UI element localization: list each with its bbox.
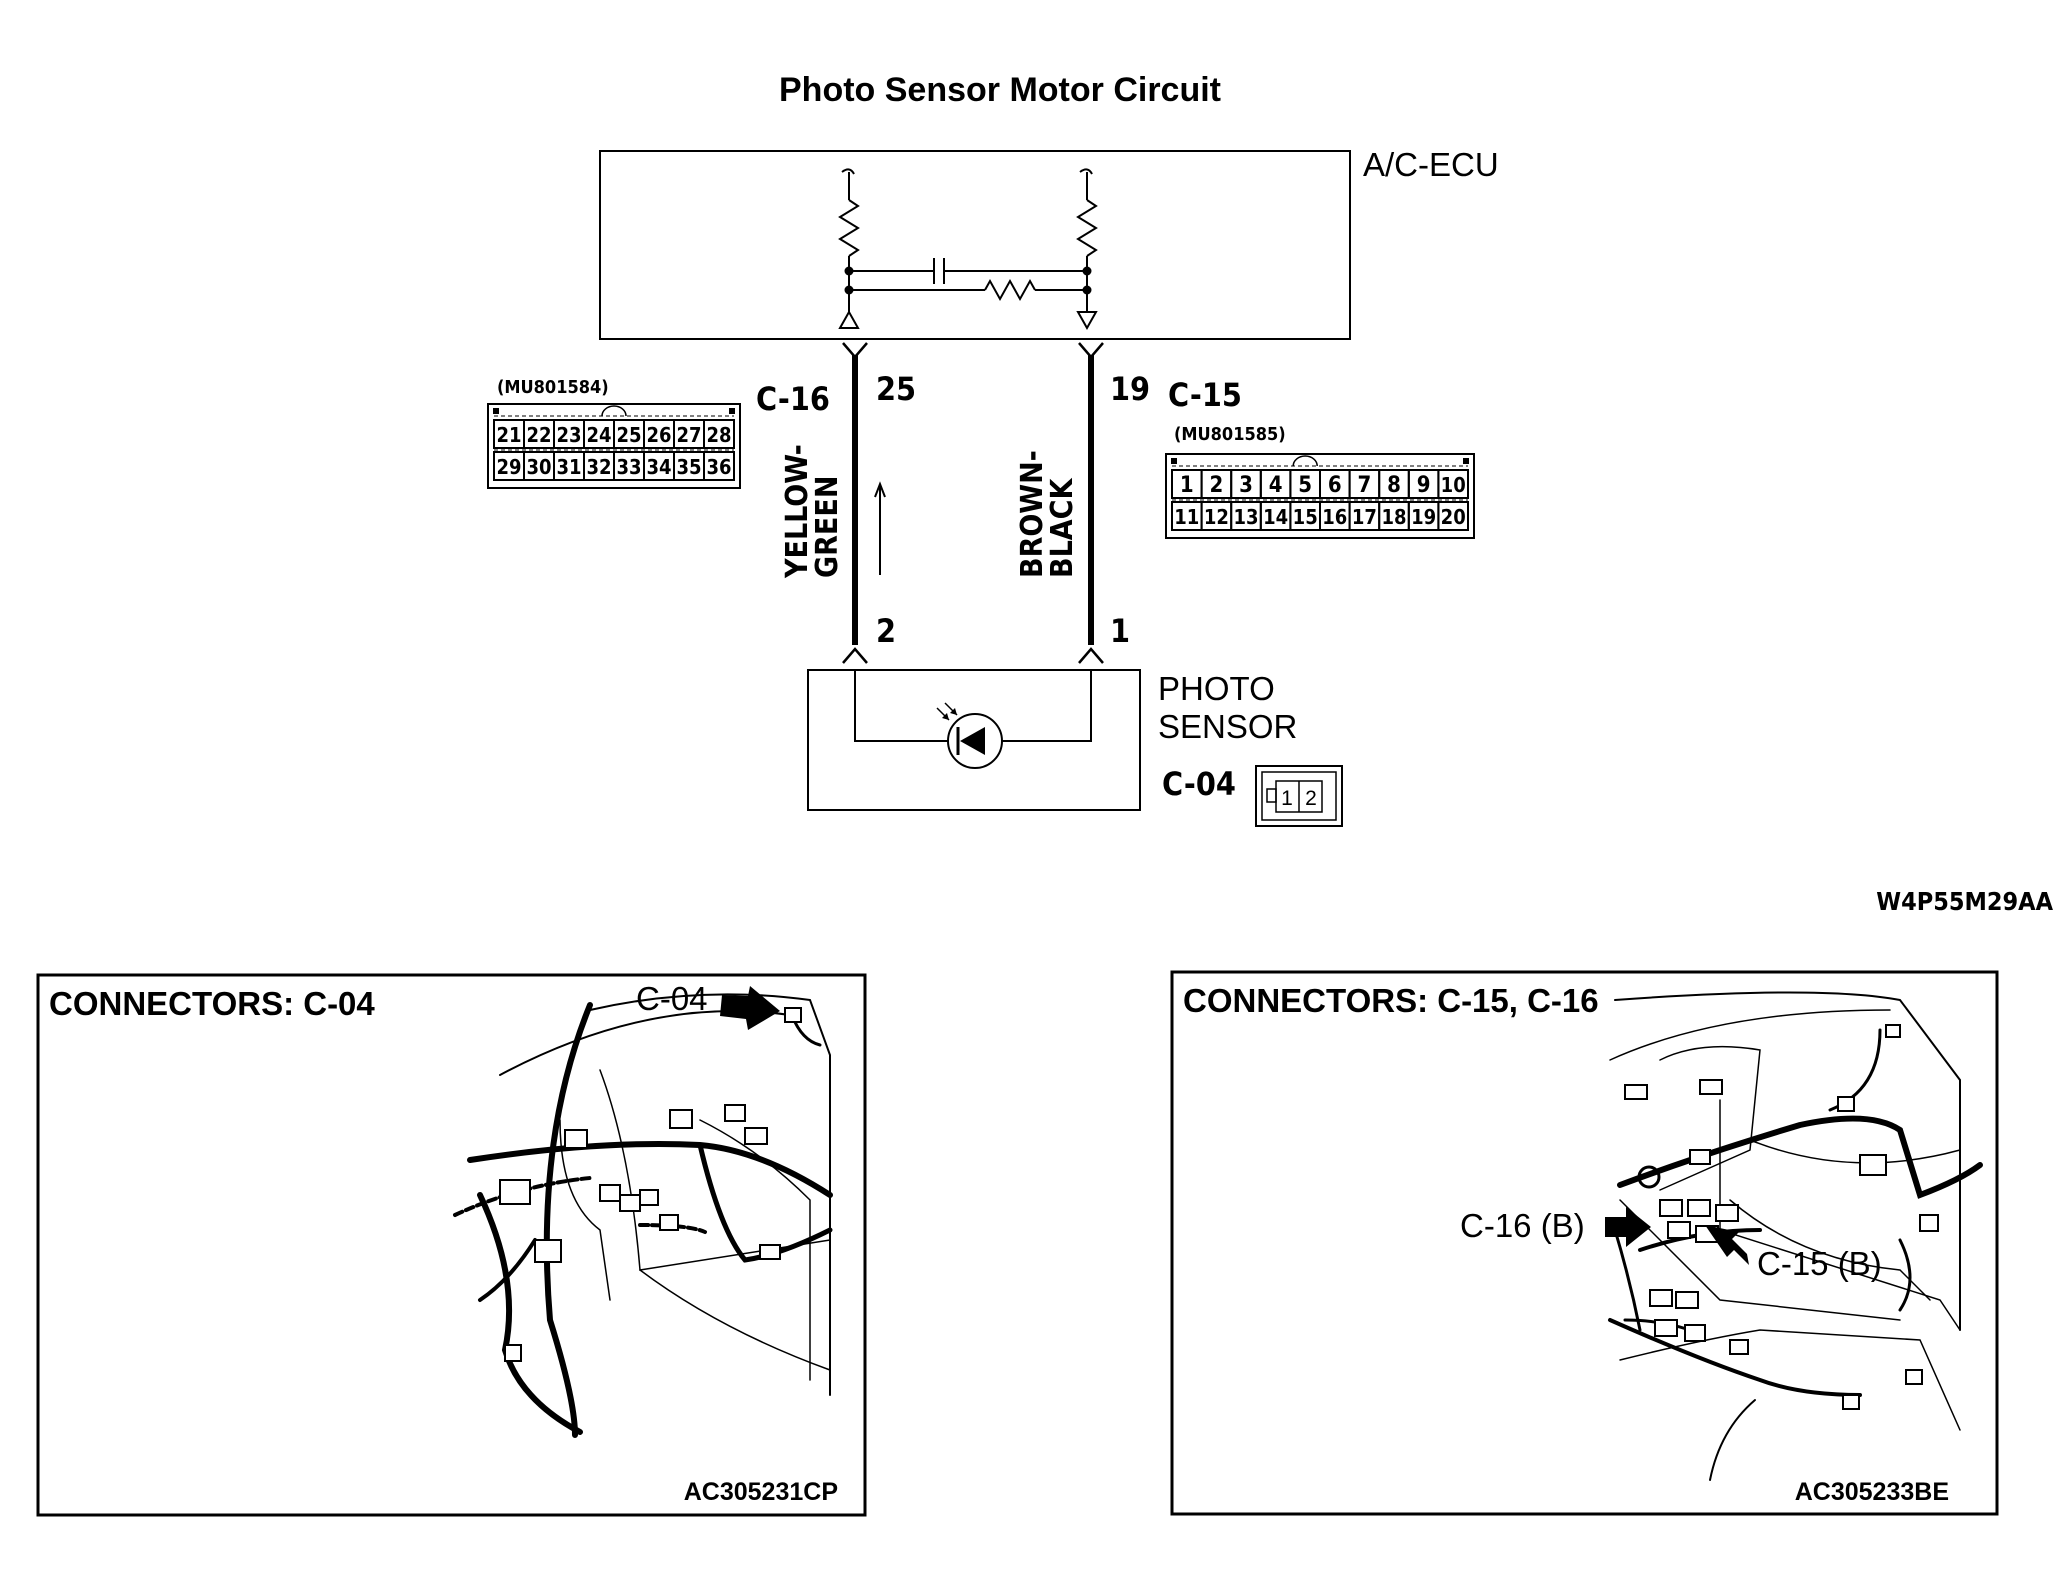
panel-c15-callout: C-15 (B) [1757, 1245, 1882, 1282]
svg-text:2: 2 [1305, 787, 1317, 810]
svg-text:3: 3 [1239, 473, 1253, 498]
svg-text:6: 6 [1328, 473, 1342, 498]
svg-text:28: 28 [706, 423, 731, 447]
panel-c16-callout: C-16 (B) [1460, 1207, 1585, 1244]
svg-text:14: 14 [1263, 505, 1288, 529]
svg-text:4: 4 [1269, 473, 1283, 498]
panel-c04-code: AC305231CP [684, 1478, 838, 1506]
wire-c15-bottom-pin: 1 [1110, 612, 1130, 650]
wire-c16-bottom-pin: 2 [876, 612, 896, 650]
svg-text:2: 2 [1210, 473, 1224, 498]
svg-text:34: 34 [646, 455, 671, 479]
svg-text:36: 36 [706, 455, 731, 479]
wire-c16-top-pin: 25 [876, 370, 916, 408]
svg-text:18: 18 [1381, 505, 1406, 529]
wire-c15-connector-label: C-15 [1168, 376, 1242, 414]
wire-c16-connector-label: C-16 [756, 380, 830, 418]
panel-c04-callout-arrow [720, 986, 780, 1030]
wire-c16-color-label: YELLOW- GREEN [780, 444, 845, 579]
wire-c15-color-label: BROWN- BLACK [1015, 450, 1080, 578]
svg-text:31: 31 [556, 455, 581, 479]
panel-c15-c16-frame [1170, 970, 1999, 1516]
photo-sensor-box [807, 669, 1141, 811]
svg-text:21: 21 [496, 423, 521, 447]
svg-text:15: 15 [1293, 505, 1318, 529]
photodiode-icon [936, 702, 1003, 769]
panel-c15-c16-code: AC305233BE [1795, 1478, 1949, 1506]
ecu-box [599, 150, 1351, 340]
svg-text:32: 32 [586, 455, 611, 479]
dashboard-wiring-illustration-left [453, 993, 833, 1438]
svg-text:25: 25 [616, 423, 641, 447]
svg-text:13: 13 [1233, 505, 1258, 529]
svg-text:GREEN: GREEN [810, 476, 845, 578]
svg-text:16: 16 [1322, 505, 1347, 529]
panel-c15-c16-title: CONNECTORS: C-15, C-16 [1183, 982, 1599, 1019]
svg-text:BLACK: BLACK [1045, 478, 1080, 578]
wire-c15-top-pin: 19 [1110, 370, 1150, 408]
diagram-code: W4P55M29AA [1876, 887, 2053, 916]
dashboard-wiring-illustration-right [1608, 991, 1983, 1481]
svg-text:33: 33 [616, 455, 641, 479]
connector-c16-part-number: (MU801584) [497, 377, 609, 398]
svg-text:9: 9 [1417, 473, 1431, 498]
panel-c04-callout: C-04 [636, 980, 708, 1017]
svg-text:19: 19 [1411, 505, 1436, 529]
panel-c04-title: CONNECTORS: C-04 [49, 985, 375, 1022]
connector-c15-part-number: (MU801585) [1174, 424, 1286, 445]
svg-text:22: 22 [526, 423, 551, 447]
ecu-junction-dots [844, 266, 1092, 295]
svg-text:27: 27 [676, 423, 701, 447]
ecu-label: A/C-ECU [1363, 146, 1499, 183]
svg-text:7: 7 [1358, 473, 1372, 498]
svg-text:24: 24 [586, 423, 611, 447]
svg-text:10: 10 [1441, 473, 1466, 497]
svg-text:11: 11 [1174, 505, 1199, 529]
svg-text:12: 12 [1204, 505, 1229, 529]
svg-text:17: 17 [1352, 505, 1377, 529]
svg-text:23: 23 [556, 423, 581, 447]
svg-text:YELLOW-: YELLOW- [780, 444, 815, 579]
svg-text:30: 30 [526, 455, 551, 479]
photo-sensor-connector-label: C-04 [1162, 765, 1236, 803]
harness-wires [842, 342, 1104, 664]
svg-text:BROWN-: BROWN- [1015, 450, 1050, 578]
svg-text:26: 26 [646, 423, 671, 447]
svg-text:1: 1 [1180, 473, 1194, 498]
photo-sensor-label-line2: SENSOR [1158, 708, 1297, 745]
svg-text:1: 1 [1281, 787, 1293, 810]
svg-text:8: 8 [1387, 473, 1401, 498]
panel-c15-callout-arrow [1705, 1225, 1749, 1265]
svg-text:35: 35 [676, 455, 701, 479]
svg-text:29: 29 [496, 455, 521, 479]
ecu-internal-circuit [838, 168, 1098, 331]
panel-c04-frame [36, 973, 867, 1517]
current-direction-arrow [874, 481, 886, 575]
photo-sensor-label-line1: PHOTO [1158, 670, 1275, 707]
svg-text:20: 20 [1441, 505, 1466, 529]
diagram-title: Photo Sensor Motor Circuit [779, 71, 1221, 109]
svg-text:5: 5 [1298, 473, 1312, 498]
panel-c16-callout-arrow [1605, 1207, 1651, 1247]
connector-c04-face: 1 2 [1255, 765, 1343, 827]
